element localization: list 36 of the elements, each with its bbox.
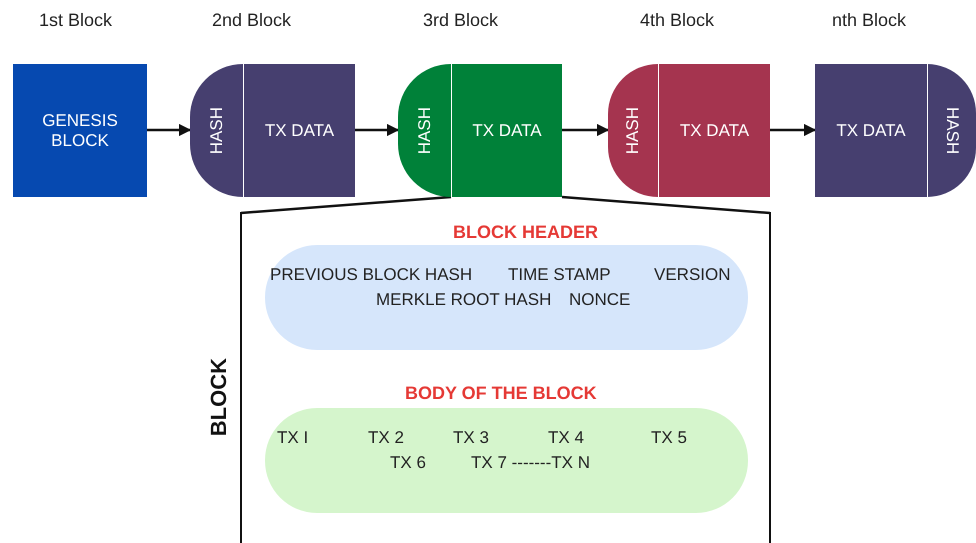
block-label: BLOCK [206,358,232,436]
genesis-block: GENESIS BLOCK [13,64,147,197]
header-field: TIME STAMP [508,265,611,285]
hash-segment: HASH [398,64,451,197]
tx-data-segment: TX DATA [243,64,355,197]
tx-data-segment: TX DATA [451,64,562,197]
transaction-label: TX I [277,428,308,448]
arrow [562,124,610,136]
arrow [147,124,192,136]
arrow [770,124,816,136]
tx-data-segment: TX DATA [815,64,927,197]
transaction-label: TX 5 [651,428,687,448]
zoom-line [240,196,452,214]
transaction-label: TX 2 [368,428,404,448]
node-label: TX DATA [836,120,906,140]
tx-data-segment: TX DATA [658,64,770,197]
arrow [355,124,400,136]
zoom-line [562,196,770,214]
transaction-label: TX 4 [548,428,584,448]
transaction-label: TX 6 [390,453,426,473]
header-field: NONCE [569,290,630,310]
block-heading: 2nd Block [212,10,292,31]
hash-segment: HASH [927,64,976,197]
block-heading: 1st Block [39,10,112,31]
header-field: VERSION [654,265,731,285]
section-title: BODY OF THE BLOCK [405,383,597,404]
section-title: BLOCK HEADER [453,222,598,243]
header-field: PREVIOUS BLOCK HASH [270,265,472,285]
transaction-label: TX 3 [453,428,489,448]
hash-segment: HASH [608,64,658,197]
transaction-label: TX 7 -------TX N [471,453,590,473]
block-heading: 4th Block [640,10,714,31]
block-heading: 3rd Block [423,10,498,31]
hash-segment: HASH [190,64,243,197]
block-heading: nth Block [832,10,906,31]
header-field: MERKLE ROOT HASH [376,290,552,310]
